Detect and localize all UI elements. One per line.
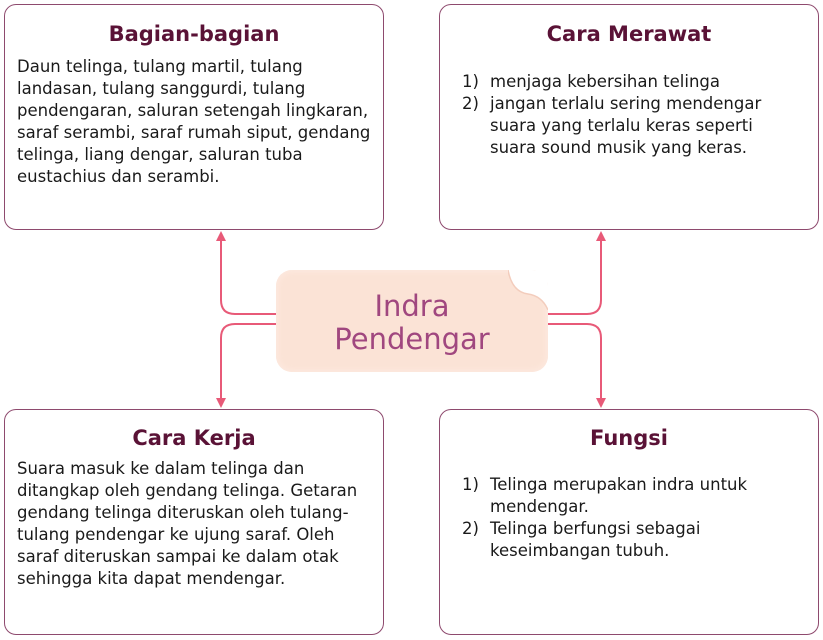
- box-title-merawat: Cara Merawat: [546, 22, 712, 46]
- connector-to-kerja: [216, 323, 290, 408]
- center-title: Indra Pendengar: [276, 290, 548, 356]
- list-item-number: 1): [462, 72, 479, 91]
- list-item-text: menjaga kebersihan telinga: [490, 72, 721, 91]
- list-item: 2) Telinga berfungsi sebagai keseimbanga…: [462, 518, 802, 562]
- box-text-bagian: Daun telinga, tulang martil, tulang land…: [17, 57, 371, 186]
- list-merawat: 1) menjaga kebersihan telinga 2) jangan …: [462, 71, 802, 159]
- box-fungsi: Fungsi 1) Telinga merupakan indra untuk …: [439, 409, 819, 635]
- box-cara-merawat: Cara Merawat 1) menjaga kebersihan telin…: [439, 4, 819, 230]
- list-item-number: 1): [462, 475, 479, 494]
- connector-to-merawat: [535, 231, 606, 315]
- list-item-text: jangan terlalu sering mendengar suara ya…: [490, 94, 762, 157]
- center-title-line1: Indra: [374, 289, 450, 323]
- list-item-text: Telinga berfungsi sebagai keseimbangan t…: [490, 519, 701, 560]
- box-text-kerja: Suara masuk ke dalam telinga dan ditangk…: [17, 459, 358, 588]
- connector-to-bagian: [216, 231, 290, 315]
- list-fungsi: 1) Telinga merupakan indra untuk mendeng…: [462, 474, 802, 562]
- box-bagian-bagian: Bagian-bagian Daun telinga, tulang marti…: [4, 4, 384, 230]
- list-item: 1) Telinga merupakan indra untuk mendeng…: [462, 474, 802, 518]
- list-item-number: 2): [462, 94, 479, 113]
- list-item-text: Telinga merupakan indra untuk mendengar.: [490, 475, 748, 516]
- box-title-bagian: Bagian-bagian: [108, 22, 280, 46]
- box-cara-kerja: Cara Kerja Suara masuk ke dalam telinga …: [4, 409, 384, 635]
- connector-to-fungsi: [535, 323, 606, 408]
- center-topic-card: Indra Pendengar: [276, 270, 548, 372]
- folded-corner-icon: [508, 270, 548, 310]
- box-title-kerja: Cara Kerja: [132, 426, 256, 450]
- box-title-fungsi: Fungsi: [590, 426, 668, 450]
- center-title-line2: Pendengar: [334, 322, 490, 356]
- list-item: 1) menjaga kebersihan telinga: [462, 71, 802, 93]
- list-item: 2) jangan terlalu sering mendengar suara…: [462, 93, 802, 159]
- list-item-number: 2): [462, 519, 479, 538]
